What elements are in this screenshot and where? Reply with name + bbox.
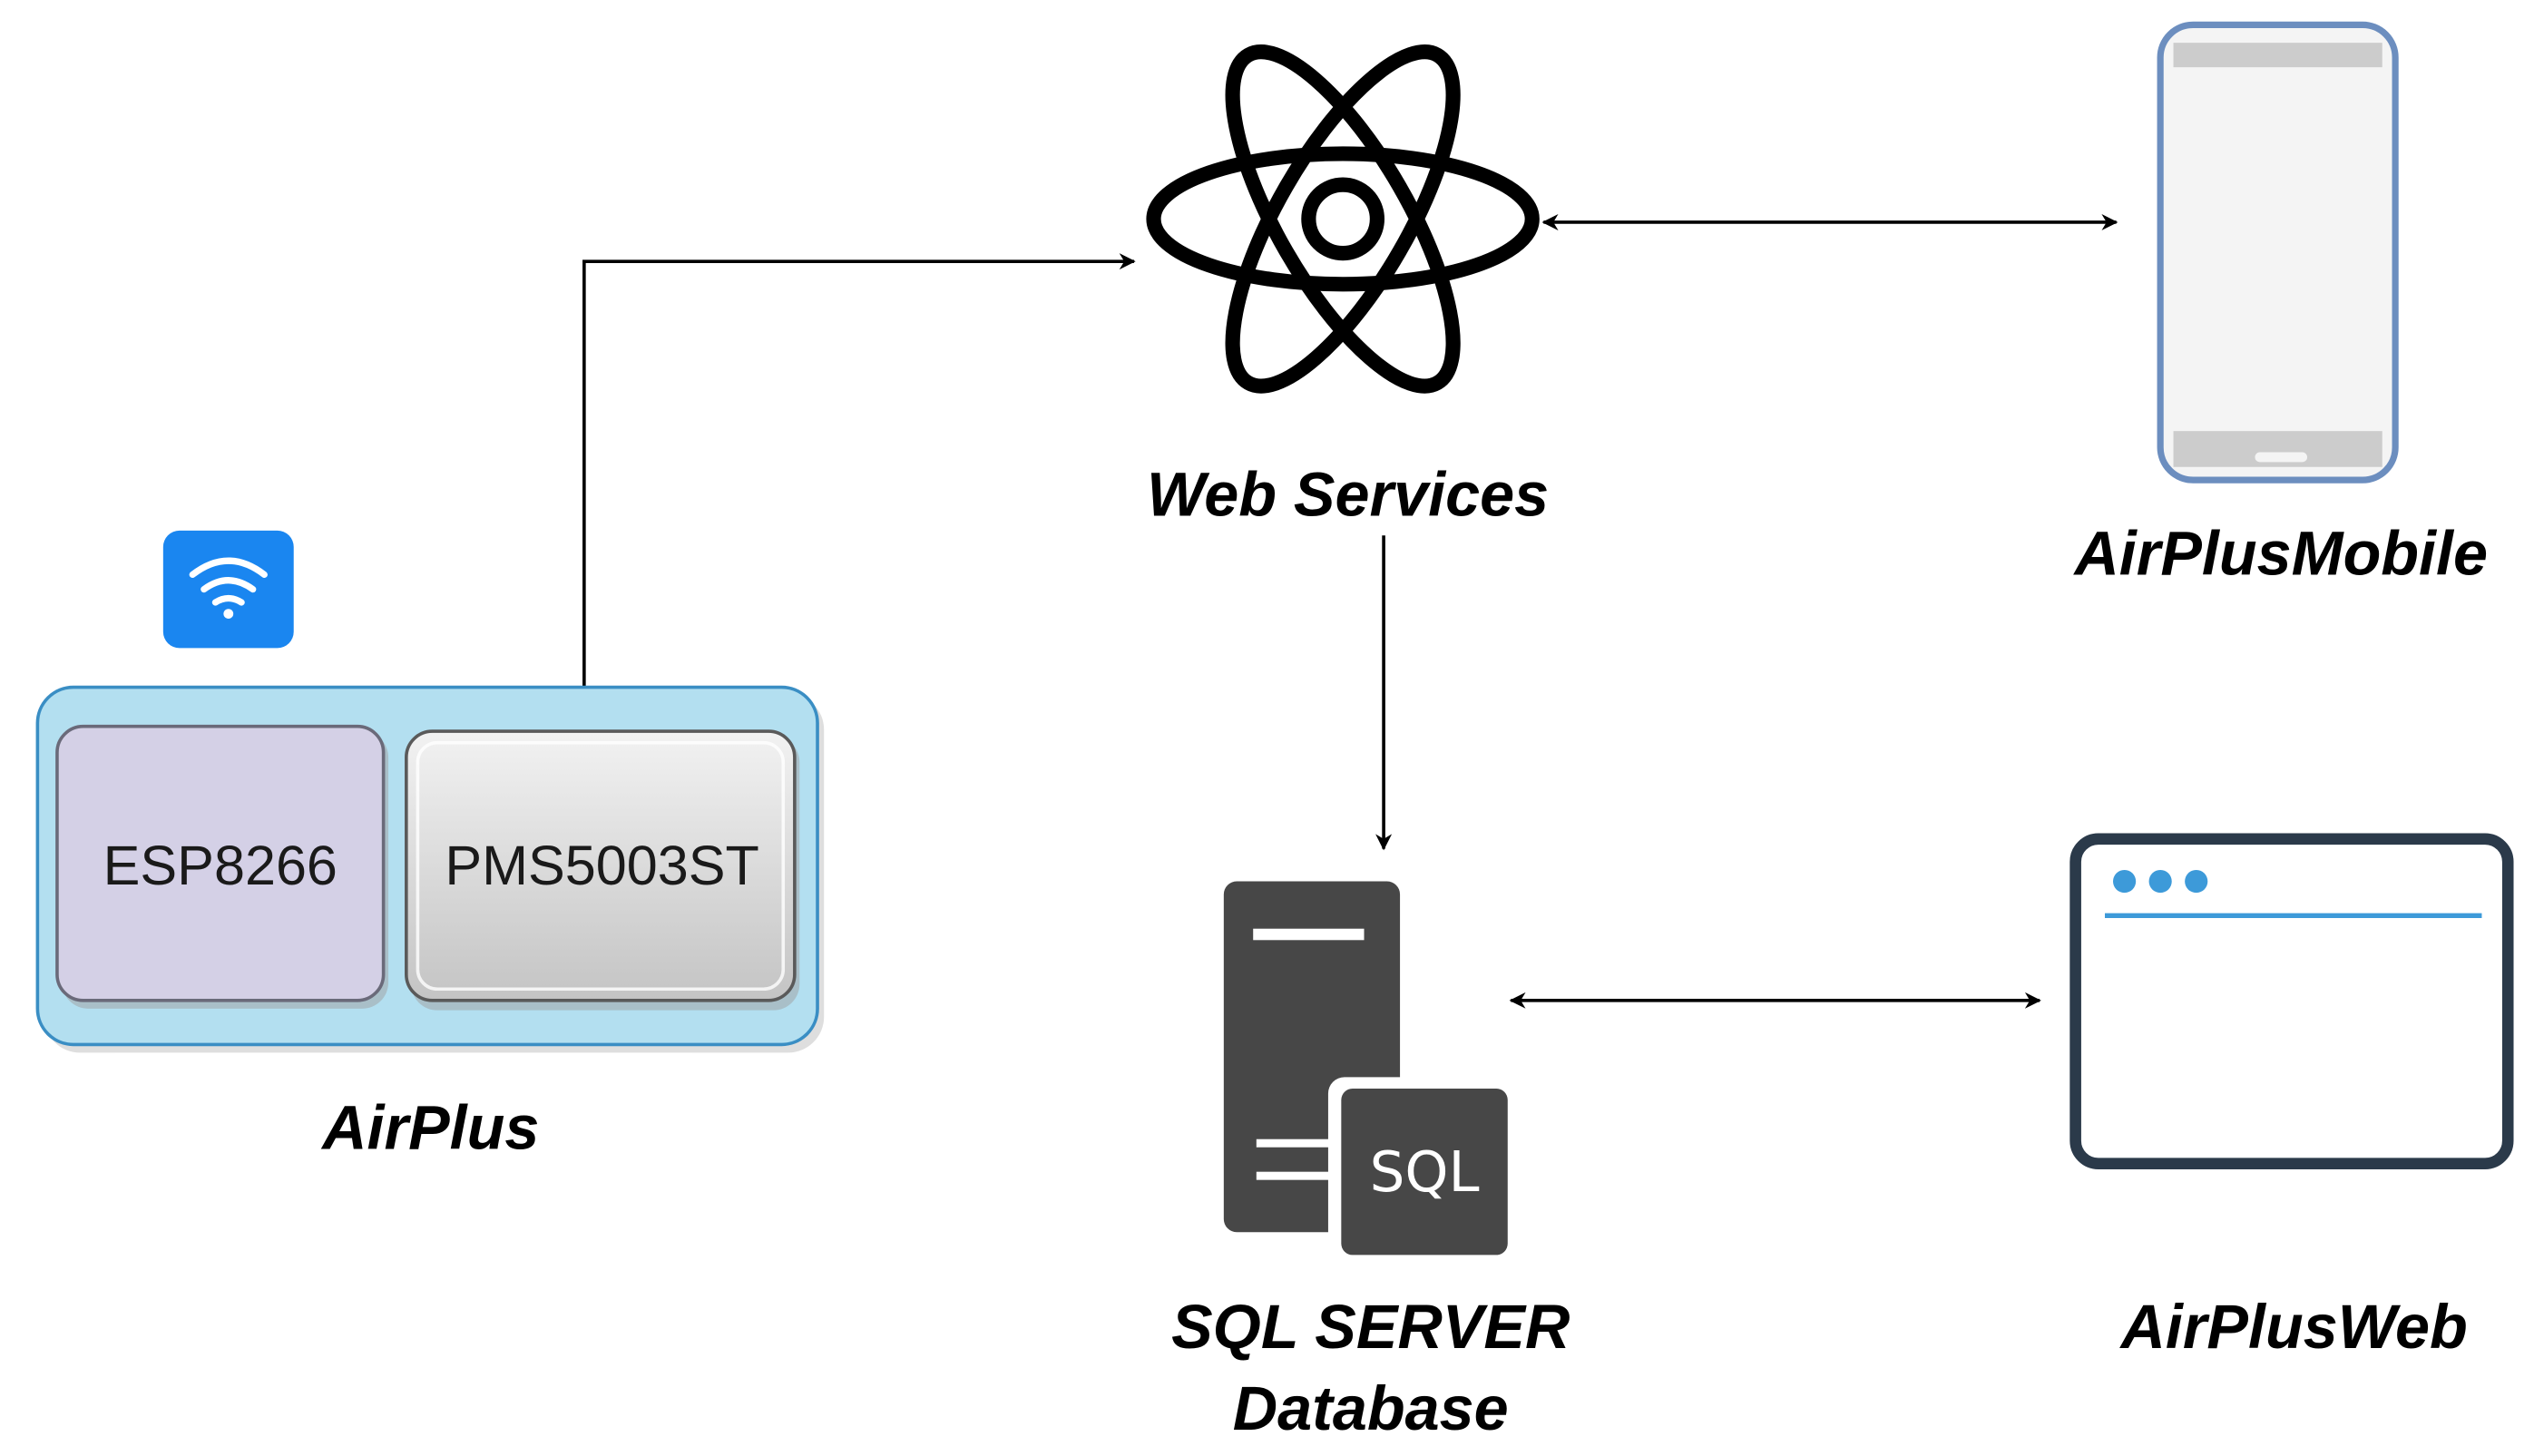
browser-window-icon	[2069, 833, 2514, 1169]
atom-icon	[1146, 44, 1540, 394]
airplus-web-label: AirPlusWeb	[2119, 1293, 2468, 1362]
smartphone-icon	[2157, 21, 2399, 484]
pms5003st-chip: PMS5003ST	[405, 729, 800, 1011]
web-services-label: Web Services	[1147, 461, 1549, 530]
pms5003st-label: PMS5003ST	[445, 835, 759, 896]
airplus-device: ESP8266 PMS5003ST	[35, 685, 825, 1053]
esp8266-chip: ESP8266	[55, 724, 389, 1009]
sql-server-label-line2: Database	[1233, 1374, 1509, 1443]
airplus-mobile-label: AirPlusMobile	[2072, 519, 2488, 588]
sql-icon-text: SQL	[1370, 1140, 1480, 1205]
connector-airplus-to-webservices	[582, 253, 1136, 689]
esp8266-label: ESP8266	[103, 835, 338, 896]
sql-server-icon: SQL	[1223, 881, 1514, 1264]
sql-server-label-line1: SQL SERVER	[1171, 1293, 1570, 1362]
wifi-icon	[162, 530, 294, 649]
airplus-label: AirPlus	[320, 1094, 539, 1163]
